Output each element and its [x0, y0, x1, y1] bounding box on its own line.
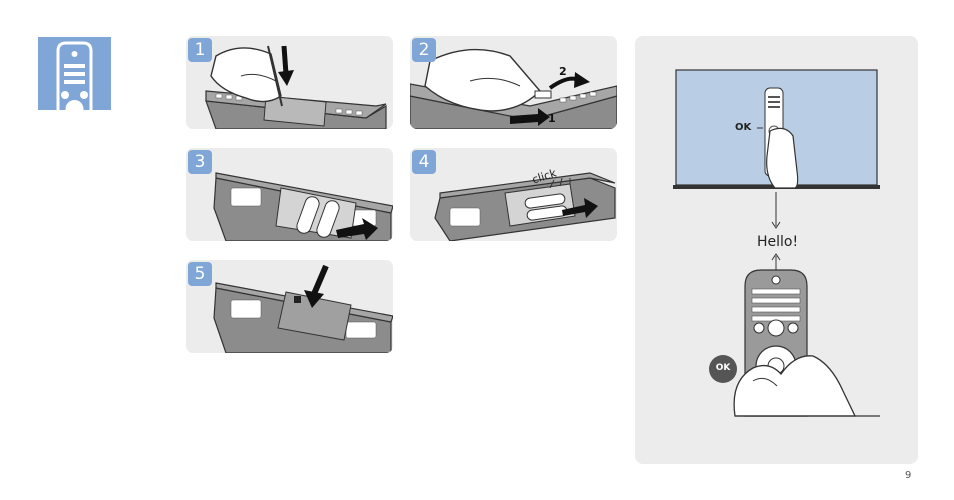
step-4-badge: 4 — [412, 150, 436, 174]
step-5-badge: 5 — [188, 262, 212, 286]
battery-click-illustration — [410, 148, 617, 241]
tv-remote-panel: OK Hello! OK — [635, 36, 918, 464]
step-2-badge: 2 — [412, 38, 436, 62]
remote-back-illustration — [410, 36, 617, 129]
arrow-label-2: 2 — [559, 65, 567, 78]
ok-button-label: OK — [710, 363, 736, 373]
battery-insert-illustration — [186, 148, 393, 241]
arrow-label-1: 1 — [548, 112, 556, 125]
ok-label-tv: OK — [735, 122, 751, 133]
remote-control-icon — [38, 37, 111, 110]
step-3-panel: 3 — [186, 148, 393, 241]
remote-back-illustration — [186, 36, 393, 129]
step-5-panel: 5 — [186, 260, 393, 353]
cover-close-illustration — [186, 260, 393, 353]
hello-label: Hello! — [757, 234, 798, 250]
step-3-badge: 3 — [188, 150, 212, 174]
step-1-badge: 1 — [188, 38, 212, 62]
step-4-panel: 4 click — [410, 148, 617, 241]
tv-remote-illustration — [635, 36, 918, 464]
page-number: 9 — [905, 470, 911, 481]
step-2-panel: 2 1 2 — [410, 36, 617, 129]
step-1-panel: 1 — [186, 36, 393, 129]
